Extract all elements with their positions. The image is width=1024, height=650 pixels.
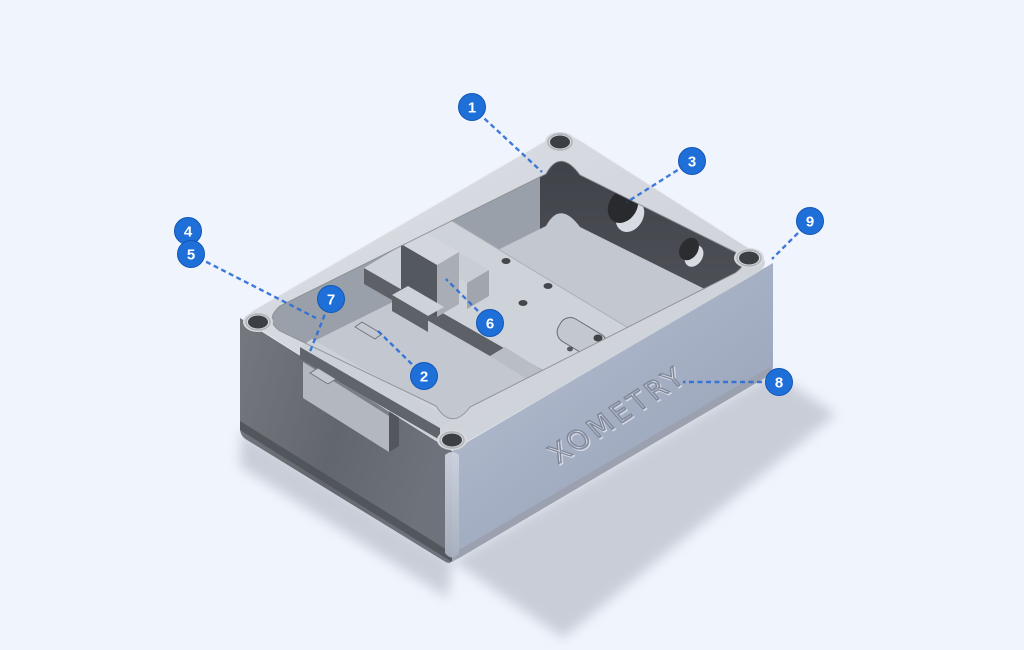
- left-wall-bottom-chamfer: [240, 421, 452, 562]
- callouts-layer: 1 2 3 4 5 6 7 8 9: [174, 93, 824, 396]
- left-wall-face: [240, 318, 452, 563]
- callout-6-badge[interactable]: 6: [476, 309, 504, 337]
- callout-1-badge[interactable]: 1: [458, 93, 486, 121]
- callout-8-badge[interactable]: 8: [765, 368, 793, 396]
- corner-screw-holes: [243, 132, 764, 450]
- callout-1-leader: [471, 106, 543, 173]
- right-wall-face: [452, 263, 773, 559]
- right-wall-bottom-chamfer: [452, 367, 770, 562]
- callout-8-number: 8: [775, 375, 783, 392]
- shelf-slot-2: [354, 321, 383, 340]
- callout-3-number: 3: [688, 154, 696, 171]
- callout-7-number: 7: [327, 292, 335, 309]
- callout-6-number: 6: [486, 316, 494, 333]
- callout-5-badge[interactable]: 5: [177, 240, 205, 268]
- island-front-notch: [490, 347, 545, 381]
- shelf-slot: [309, 367, 337, 385]
- front-shelf: [300, 321, 452, 440]
- callout-3-badge[interactable]: 3: [678, 147, 706, 175]
- stepped-boss: [392, 231, 489, 332]
- callout-9-badge[interactable]: 9: [796, 207, 824, 235]
- part-shadow: [240, 372, 836, 638]
- callout-9-number: 9: [806, 214, 814, 231]
- callout-5-leader: [190, 252, 317, 320]
- callout-4-number: 4: [184, 224, 193, 241]
- side-hole-small: [679, 237, 704, 267]
- front-corner-highlight: [445, 452, 459, 558]
- callout-7-badge[interactable]: 7: [317, 285, 345, 313]
- callout-1-number: 1: [468, 100, 476, 117]
- pocket-rim-edge: [271, 160, 744, 420]
- callout-2-number: 2: [420, 369, 428, 386]
- callout-2-badge[interactable]: 2: [410, 362, 438, 390]
- callout-5-number: 5: [187, 247, 195, 264]
